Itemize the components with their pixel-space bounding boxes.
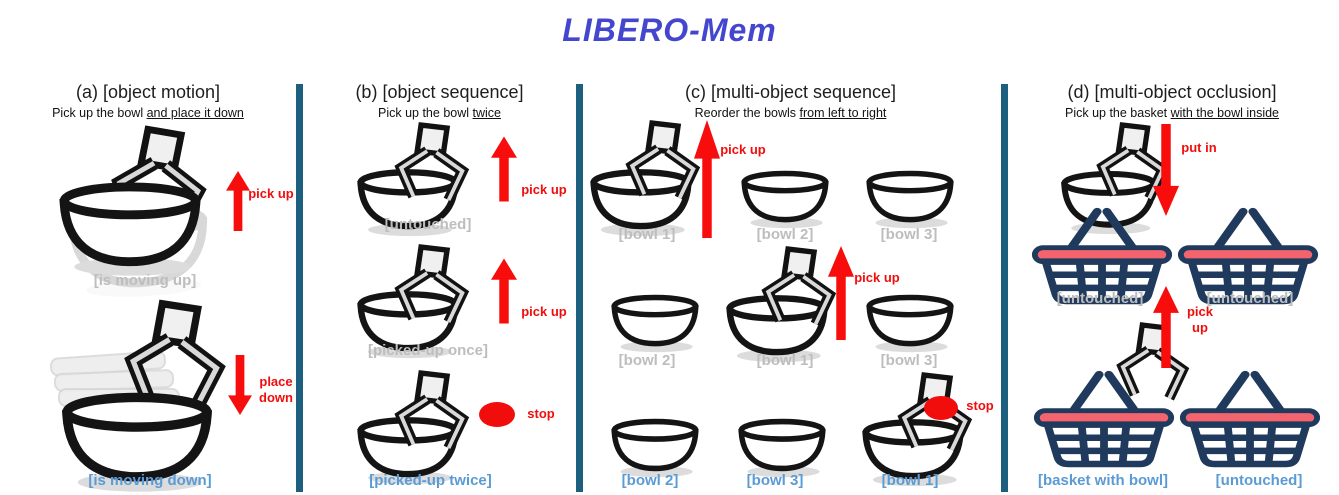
gripper-icon bbox=[381, 122, 481, 210]
panel-divider-3 bbox=[1001, 84, 1008, 492]
panel-a-task-underlined: and place it down bbox=[146, 106, 244, 120]
panel-c-heading: (c) [multi-object sequence] bbox=[684, 82, 897, 102]
bowl-caption: [bowl 2] bbox=[621, 472, 679, 489]
pick-up-arrow-icon bbox=[491, 246, 517, 336]
panel-a-heading: (a) [object motion] bbox=[75, 82, 221, 102]
basket-icon bbox=[1031, 368, 1177, 473]
gripper-icon bbox=[381, 244, 481, 332]
pick-up-label: pick up bbox=[521, 182, 567, 197]
panel-object-sequence: (b) [object sequence] Pick up the bowl t… bbox=[303, 80, 576, 495]
state-caption: [untouched] bbox=[384, 216, 472, 233]
basket-icon bbox=[1177, 368, 1323, 473]
state-caption: [picked-up once] bbox=[367, 342, 488, 359]
bowl-caption: [bowl 2] bbox=[618, 352, 676, 369]
basket-caption: [basket with bowl] bbox=[1037, 472, 1168, 489]
panel-multi-object-occlusion: (d) [multi-object occlusion] Pick up the… bbox=[1005, 80, 1339, 495]
stop-icon bbox=[479, 402, 515, 427]
bowl-icon bbox=[738, 168, 832, 229]
panel-divider-1 bbox=[296, 84, 303, 492]
bowl-icon bbox=[863, 168, 957, 229]
panel-multi-object-sequence: (c) [multi-object sequence] Reorder the … bbox=[580, 80, 1001, 495]
panel-c-task: Reorder the bowls from left to right bbox=[580, 106, 1001, 120]
stop-label: stop bbox=[527, 406, 555, 421]
state-caption: [is moving down] bbox=[88, 472, 212, 489]
gripper-on-bowl-illustration bbox=[353, 244, 485, 348]
bowl-caption: [bowl 2] bbox=[756, 226, 814, 243]
pick-up-label: pick up bbox=[1186, 304, 1213, 335]
bowl-caption: [bowl 3] bbox=[880, 226, 938, 243]
basket-caption: [untouched] bbox=[1056, 290, 1144, 307]
panel-object-motion: (a) [object motion] Pick up the bowl and… bbox=[0, 80, 296, 495]
pick-up-label: pick up bbox=[521, 304, 567, 319]
bowl-icon bbox=[735, 416, 829, 478]
panel-c-task-prefix: Reorder the bowls bbox=[694, 106, 800, 120]
pick-up-arrow-icon bbox=[226, 156, 250, 246]
panel-b-task: Pick up the bowl twice bbox=[303, 106, 576, 120]
panel-d-task-underlined: with the bowl inside bbox=[1170, 106, 1280, 120]
pick-up-arrow-icon bbox=[828, 246, 854, 340]
gripper-on-bowl-illustration bbox=[858, 372, 990, 476]
panel-a-task: Pick up the bowl and place it down bbox=[0, 106, 296, 120]
panel-d-heading: (d) [multi-object occlusion] bbox=[1067, 82, 1277, 102]
pick-up-arrow-icon bbox=[1153, 286, 1179, 368]
panel-b-heading: (b) [object sequence] bbox=[355, 82, 524, 102]
stop-label: stop bbox=[966, 398, 994, 413]
pick-up-arrow-icon bbox=[694, 120, 720, 238]
figure-title: LIBERO-Mem bbox=[562, 12, 777, 48]
panel-d-task: Pick up the basket with the bowl inside bbox=[1005, 106, 1339, 120]
panel-a-task-prefix: Pick up the bowl bbox=[52, 106, 147, 120]
panel-b-task-prefix: Pick up the bowl bbox=[378, 106, 473, 120]
gripper-placing-bowl-illustration bbox=[48, 296, 253, 476]
panel-b-task-underlined: twice bbox=[472, 106, 501, 120]
gripper-picking-bowl-illustration bbox=[52, 126, 242, 280]
place-down-label: place down bbox=[259, 374, 293, 405]
basket-caption: [untouched] bbox=[1206, 290, 1294, 307]
gripper-on-bowl-illustration bbox=[353, 370, 485, 474]
pick-up-label: pick up bbox=[854, 270, 900, 285]
pick-up-label: pick up bbox=[720, 142, 766, 157]
bowl-caption: [bowl 3] bbox=[880, 352, 938, 369]
gripper-icon bbox=[381, 370, 481, 458]
basket-caption: [untouched] bbox=[1215, 472, 1303, 489]
bowl-caption: [bowl 1] bbox=[756, 352, 814, 369]
pick-up-label: pick up bbox=[248, 186, 294, 201]
bowl-icon bbox=[863, 292, 957, 353]
panel-c-task-underlined: from left to right bbox=[799, 106, 887, 120]
put-in-arrow-icon bbox=[1153, 124, 1179, 216]
bowl-icon bbox=[54, 178, 206, 277]
state-caption: [picked-up twice] bbox=[369, 472, 492, 489]
put-in-label: put in bbox=[1181, 140, 1217, 155]
place-down-arrow-icon bbox=[228, 336, 252, 434]
gripper-on-bowl-illustration bbox=[353, 122, 485, 226]
panel-divider-2 bbox=[576, 84, 583, 492]
bowl-icon bbox=[608, 292, 702, 353]
pick-up-arrow-icon bbox=[491, 124, 517, 214]
state-caption: [is moving up] bbox=[93, 272, 197, 289]
bowl-icon bbox=[608, 416, 702, 478]
bowl-caption: [bowl 1] bbox=[618, 226, 676, 243]
bowl-caption: [bowl 3] bbox=[746, 472, 804, 489]
stop-icon bbox=[924, 396, 958, 420]
bowl-caption: [bowl 1] bbox=[881, 472, 939, 489]
panel-d-task-prefix: Pick up the basket bbox=[1064, 106, 1171, 120]
